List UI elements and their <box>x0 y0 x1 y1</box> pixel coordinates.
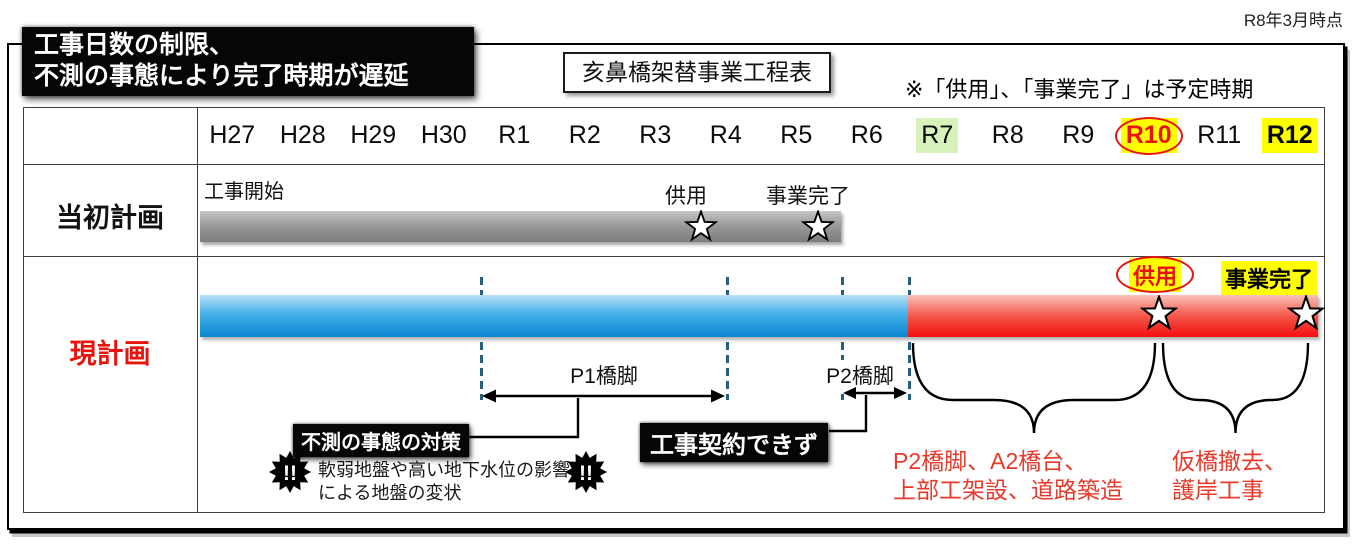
unforeseen-measures-callout: 不測の事態の対策 <box>293 424 469 457</box>
svg-text:!!: !! <box>579 462 593 485</box>
alert-burst-icon-1: !! <box>269 451 311 493</box>
star-icon-current-complete <box>1287 295 1325 331</box>
as-of-date: R8年3月時点 <box>1243 11 1343 30</box>
original-plan-bar <box>200 211 841 242</box>
headline-line1: 工事日数の制限、 <box>34 31 235 59</box>
year-H30: H30 <box>420 121 467 149</box>
dashed-guide-p1-start <box>480 277 483 400</box>
contract-failed-callout: 工事契約できず <box>640 423 828 462</box>
star-icon-original-complete <box>801 210 835 242</box>
table-column-divider <box>197 107 198 513</box>
row-label-current-plan: 現計画 <box>69 339 151 369</box>
year-H29: H29 <box>350 121 397 149</box>
year-R9: R9 <box>1062 121 1095 149</box>
table-row-divider-2 <box>23 256 1325 257</box>
chart-outer-frame <box>7 43 1345 530</box>
p2-pier-span-label: P2橋脚 <box>823 360 897 390</box>
red-oval-annotation <box>1116 256 1194 293</box>
year-R10-circled: R10 <box>1114 107 1185 164</box>
year-H28: H28 <box>279 121 326 149</box>
ground-condition-detail: 軟弱地盤や高い地下水位の影響 による地盤の変状 <box>318 460 570 503</box>
schedule-note: ※「供用」、「事業完了」は予定時期 <box>905 77 1254 102</box>
year-R2: R2 <box>568 121 601 149</box>
year-R3: R3 <box>639 121 672 149</box>
star-icon-current-service <box>1140 295 1178 331</box>
construction-start-label: 工事開始 <box>204 181 284 203</box>
year-R12-highlighted: R12 <box>1255 107 1326 164</box>
table-row-divider-1 <box>23 164 1325 165</box>
chart-title: 亥鼻橋架替事業工程表 <box>563 52 831 93</box>
row-label-original-plan: 当初計画 <box>56 203 164 233</box>
remaining-work-text-2: 仮橋撤去、 護岸工事 <box>1172 448 1287 503</box>
dashed-guide-p1-end <box>726 277 729 400</box>
year-R6: R6 <box>850 121 883 149</box>
current-project-complete-label: 事業完了 <box>1221 261 1318 295</box>
original-service-start-label: 供用 <box>665 185 707 208</box>
dashed-guide-p2-end <box>908 277 911 400</box>
dashed-guide-p2-start <box>841 277 844 400</box>
year-R1: R1 <box>498 121 531 149</box>
headline-banner: 工事日数の制限、 不測の事態により完了時期が遅延 <box>22 27 474 96</box>
year-R11: R11 <box>1197 121 1242 149</box>
original-project-complete-label: 事業完了 <box>766 185 850 208</box>
year-R8: R8 <box>991 121 1024 149</box>
remaining-work-text-1: P2橋脚、A2橋台、 上部工架設、道路築造 <box>893 448 1123 503</box>
current-plan-completed-bar <box>200 295 908 337</box>
year-header-row: H27 H28 H29 H30 R1 R2 R3 R4 R5 R6 R7 R8 … <box>197 107 1325 164</box>
p1-pier-span-label: P1橋脚 <box>567 360 641 390</box>
svg-text:!!: !! <box>283 462 297 485</box>
year-R5: R5 <box>780 121 813 149</box>
star-icon-original-service <box>684 210 718 242</box>
current-service-start-label: 供用 <box>1116 256 1194 293</box>
current-plan-remaining-bar <box>908 295 1318 337</box>
year-R7-highlighted: R7 <box>902 107 973 164</box>
alert-burst-icon-2: !! <box>565 451 607 493</box>
year-R4: R4 <box>709 121 742 149</box>
headline-line2: 不測の事態により完了時期が遅延 <box>34 62 409 90</box>
year-H27: H27 <box>209 121 256 149</box>
